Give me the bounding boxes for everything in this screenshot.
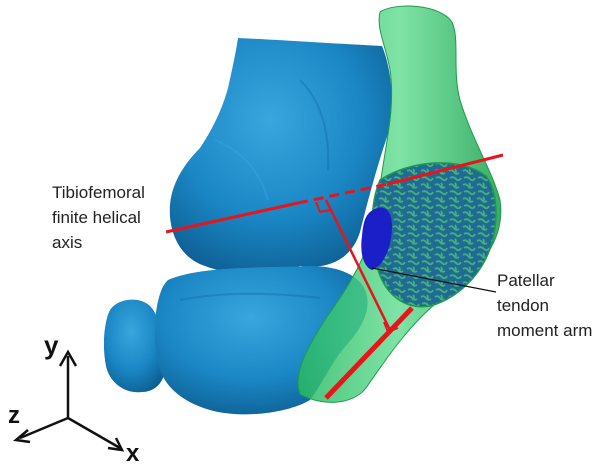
- z-axis-label: z: [8, 402, 20, 430]
- z-axis-arrow: [20, 418, 68, 438]
- x-axis-label: x: [126, 440, 139, 468]
- helical-axis-label-line1: Tibiofemoral: [52, 180, 145, 205]
- helical-axis-label-line3: axis: [52, 230, 145, 255]
- y-axis-label: y: [44, 330, 58, 361]
- moment-arm-label: Patellar tendon moment arm: [497, 268, 592, 343]
- moment-arm-label-line1: Patellar: [497, 268, 592, 293]
- femur: [170, 38, 392, 274]
- helical-axis-label-line2: finite helical: [52, 205, 145, 230]
- moment-arm-label-line3: moment arm: [497, 318, 592, 343]
- coordinate-axes: [16, 352, 122, 450]
- moment-arm-label-line2: tendon: [497, 293, 592, 318]
- helical-axis-label: Tibiofemoral finite helical axis: [52, 180, 145, 255]
- x-axis-arrow: [68, 418, 120, 448]
